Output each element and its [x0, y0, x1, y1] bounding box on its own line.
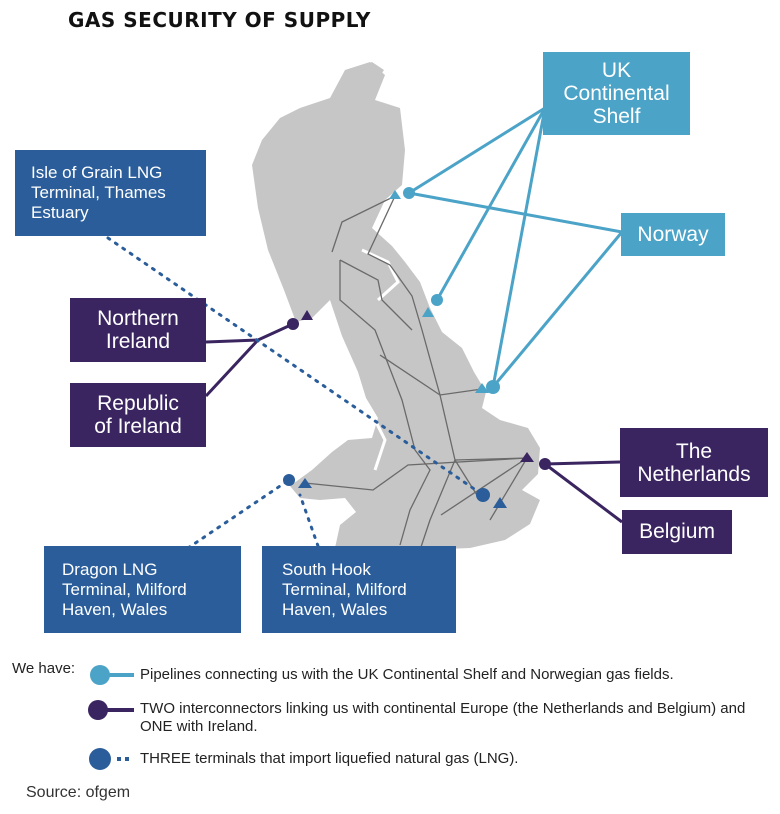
label-text: Republic of Ireland: [94, 392, 182, 438]
label-northern-ireland: Northern Ireland: [70, 298, 206, 362]
great-britain-landmass: [252, 62, 540, 550]
lng-terminal-dot: [283, 474, 295, 486]
lng-terminal-dot: [476, 488, 490, 502]
pipeline-terminal-dot: [431, 294, 443, 306]
interconnector-dot: [539, 458, 551, 470]
interconnector-triangle: [301, 310, 313, 320]
interconnector-triangle: [520, 452, 534, 462]
interconnector-dot: [287, 318, 299, 330]
legend-item-pipelines: Pipelines connecting us with the UK Cont…: [140, 666, 674, 683]
pipeline-lines: [408, 106, 624, 388]
pipeline-entry-triangle: [389, 190, 401, 199]
legend-prefix: We have:: [12, 660, 76, 677]
legend-lng-icon: [89, 748, 129, 770]
label-belgium: Belgium: [622, 510, 732, 554]
pipeline-terminal-dot: [403, 187, 415, 199]
label-text: Northern Ireland: [97, 307, 179, 353]
label-text: Belgium: [639, 520, 715, 543]
label-text: Isle of Grain LNG Terminal, Thames Estua…: [31, 163, 166, 222]
pipeline-entry-triangle: [475, 383, 489, 393]
pipeline-entry-triangle: [422, 307, 434, 317]
label-text: The Netherlands: [637, 439, 751, 486]
coast-inlet: [361, 248, 400, 302]
legend-pipeline-icon: [90, 665, 134, 685]
orkney-islands: [355, 62, 384, 82]
label-netherlands: The Netherlands: [620, 428, 768, 497]
page-title: GAS SECURITY OF SUPPLY: [68, 8, 371, 32]
pipeline-terminal-dot: [486, 380, 500, 394]
label-text: South Hook Terminal, Milford Haven, Wale…: [282, 559, 407, 619]
label-republic-of-ireland: Republic of Ireland: [70, 383, 206, 447]
label-south-hook: South Hook Terminal, Milford Haven, Wale…: [262, 546, 456, 633]
lng-terminal-triangle: [493, 497, 507, 508]
label-text: UK Continental Shelf: [563, 59, 670, 128]
legend-item-interconnectors: TWO interconnectors linking us with cont…: [140, 700, 746, 735]
source-note: Source: ofgem: [26, 784, 131, 801]
label-uk-continental-shelf: UK Continental Shelf: [543, 52, 690, 135]
legend-interconnector-icon: [88, 700, 134, 720]
label-text: Norway: [637, 222, 709, 246]
legend-item-lng: THREE terminals that import liquefied na…: [140, 750, 519, 767]
label-norway: Norway: [621, 213, 725, 256]
label-isle-of-grain: Isle of Grain LNG Terminal, Thames Estua…: [15, 150, 206, 236]
lng-routes: [106, 236, 485, 550]
label-text: Dragon LNG Terminal, Milford Haven, Wale…: [62, 559, 187, 619]
lng-terminal-triangle: [298, 478, 312, 488]
label-dragon-lng: Dragon LNG Terminal, Milford Haven, Wale…: [44, 546, 241, 633]
